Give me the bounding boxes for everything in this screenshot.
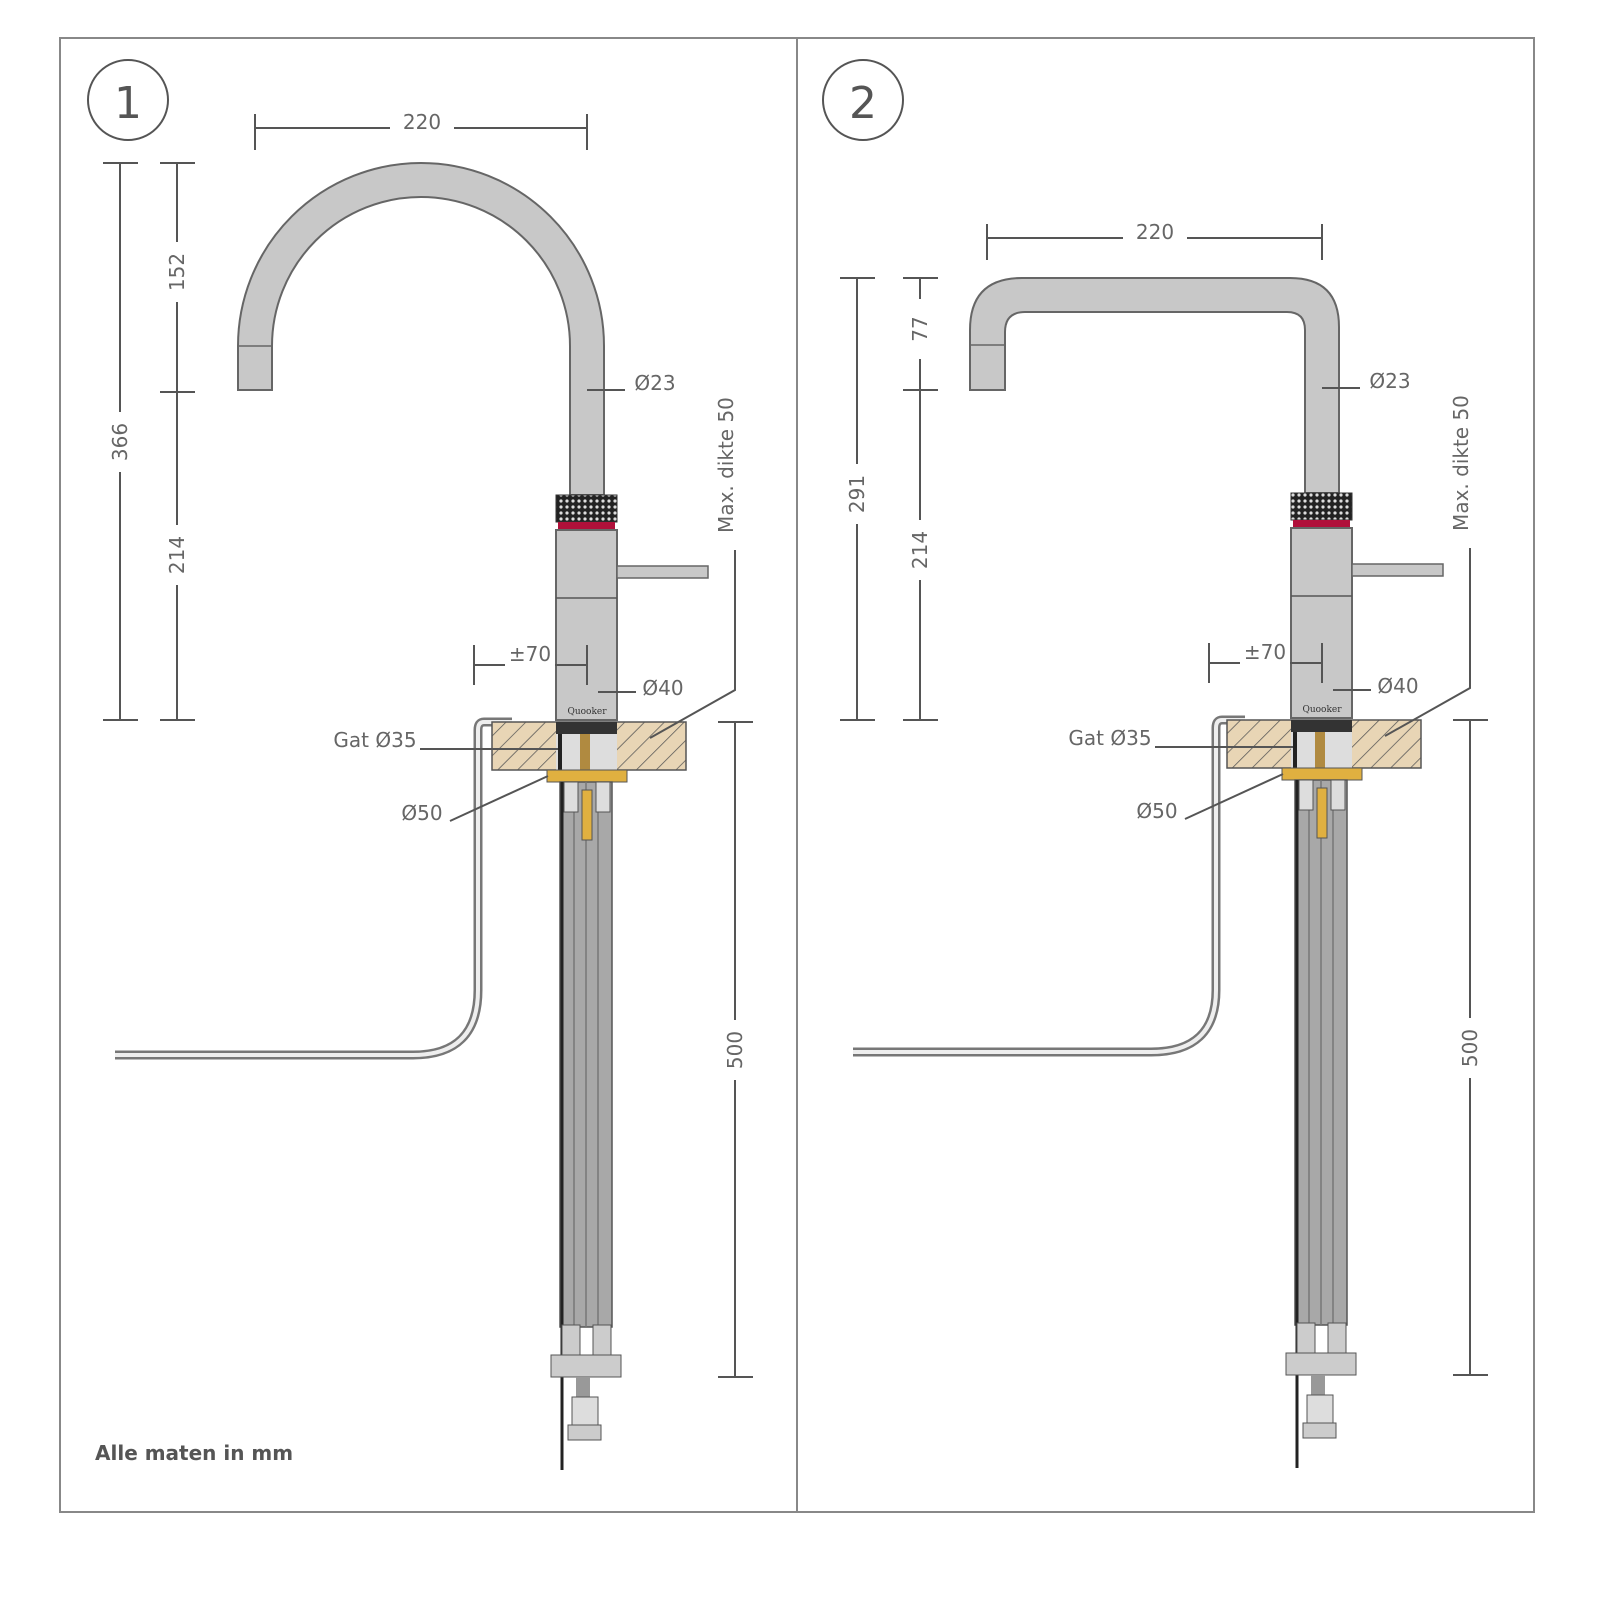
dim-width-label: 220 xyxy=(403,110,441,134)
threaded-rod xyxy=(580,734,590,770)
supply-pipe xyxy=(115,717,512,1060)
plate-leader xyxy=(1184,773,1284,820)
hose-nut xyxy=(1327,1322,1347,1354)
max-thickness-leader xyxy=(649,550,736,739)
brass-bolt xyxy=(1316,787,1328,839)
hose-fitting xyxy=(595,781,611,813)
hose-nut xyxy=(561,1324,581,1356)
red-hot-band xyxy=(558,522,615,530)
dim-lower-label: 214 xyxy=(165,536,189,574)
plate-label: Ø50 xyxy=(401,801,442,825)
tap-body xyxy=(555,529,618,721)
max-thickness-label: Max. dikte 50 xyxy=(1449,395,1473,531)
hose-fitting xyxy=(1330,779,1346,811)
knurled-ring xyxy=(555,494,618,523)
max-thickness-label: Max. dikte 50 xyxy=(714,397,738,533)
supply-pipe-inner xyxy=(853,718,1245,1054)
plate-leader xyxy=(449,775,549,822)
dim-below-label: 500 xyxy=(723,1031,747,1069)
connector-nut xyxy=(550,1354,622,1378)
red-hot-band xyxy=(1293,520,1350,528)
plate-label: Ø50 xyxy=(1136,799,1177,823)
hose-nut xyxy=(592,1324,612,1356)
hose-fitting xyxy=(563,781,579,813)
dim-lower-label: 214 xyxy=(908,531,932,569)
body-diameter-label: Ø40 xyxy=(1377,674,1418,698)
base-seal xyxy=(556,722,617,734)
connector-fitting-nut xyxy=(567,1424,602,1441)
threaded-rod xyxy=(1315,732,1325,768)
connector-stem xyxy=(1311,1375,1325,1395)
hose-nut xyxy=(1296,1322,1316,1354)
spout xyxy=(237,162,605,496)
connector-nut xyxy=(1285,1352,1357,1376)
dim-total-height-label: 366 xyxy=(108,423,132,461)
body-diameter-label: Ø40 xyxy=(642,676,683,700)
brass-plate xyxy=(1281,767,1363,781)
brass-plate xyxy=(546,769,628,783)
lever-handle xyxy=(1351,563,1444,577)
supply-pipe-inner xyxy=(115,720,512,1057)
reach-label: ±70 xyxy=(509,642,551,666)
panel-number: 2 xyxy=(849,78,877,129)
reach-label: ±70 xyxy=(1244,640,1286,664)
dim-total-height-label: 291 xyxy=(845,475,869,513)
panel-number: 1 xyxy=(114,78,142,129)
units-note: Alle maten in mm xyxy=(95,1441,293,1465)
dim-upper-label: 152 xyxy=(165,253,189,291)
hole-label: Gat Ø35 xyxy=(333,728,416,752)
tap-body xyxy=(1290,527,1353,719)
connector-stem xyxy=(576,1377,590,1397)
base-seal xyxy=(1291,720,1352,732)
knurled-ring xyxy=(1290,492,1353,521)
connector-fitting xyxy=(571,1396,599,1426)
brass-bolt xyxy=(581,789,593,841)
max-thickness-leader xyxy=(1384,548,1471,737)
spout-diameter-label: Ø23 xyxy=(1369,369,1410,393)
spout-diameter-label: Ø23 xyxy=(634,371,675,395)
dim-upper-label: 77 xyxy=(908,316,932,341)
supply-pipe xyxy=(853,715,1245,1057)
dim-width-label: 220 xyxy=(1136,220,1174,244)
panel-number-circle xyxy=(822,59,904,141)
hose-fitting xyxy=(1298,779,1314,811)
connector-fitting xyxy=(1306,1394,1334,1424)
panel-number-circle xyxy=(87,59,169,141)
connector-fitting-nut xyxy=(1302,1422,1337,1439)
dim-below-label: 500 xyxy=(1458,1029,1482,1067)
spout xyxy=(969,277,1340,494)
hole-label: Gat Ø35 xyxy=(1068,726,1151,750)
lever-handle xyxy=(616,565,709,579)
brand-logo: Quooker xyxy=(1302,705,1342,715)
brand-logo: Quooker xyxy=(567,707,607,717)
